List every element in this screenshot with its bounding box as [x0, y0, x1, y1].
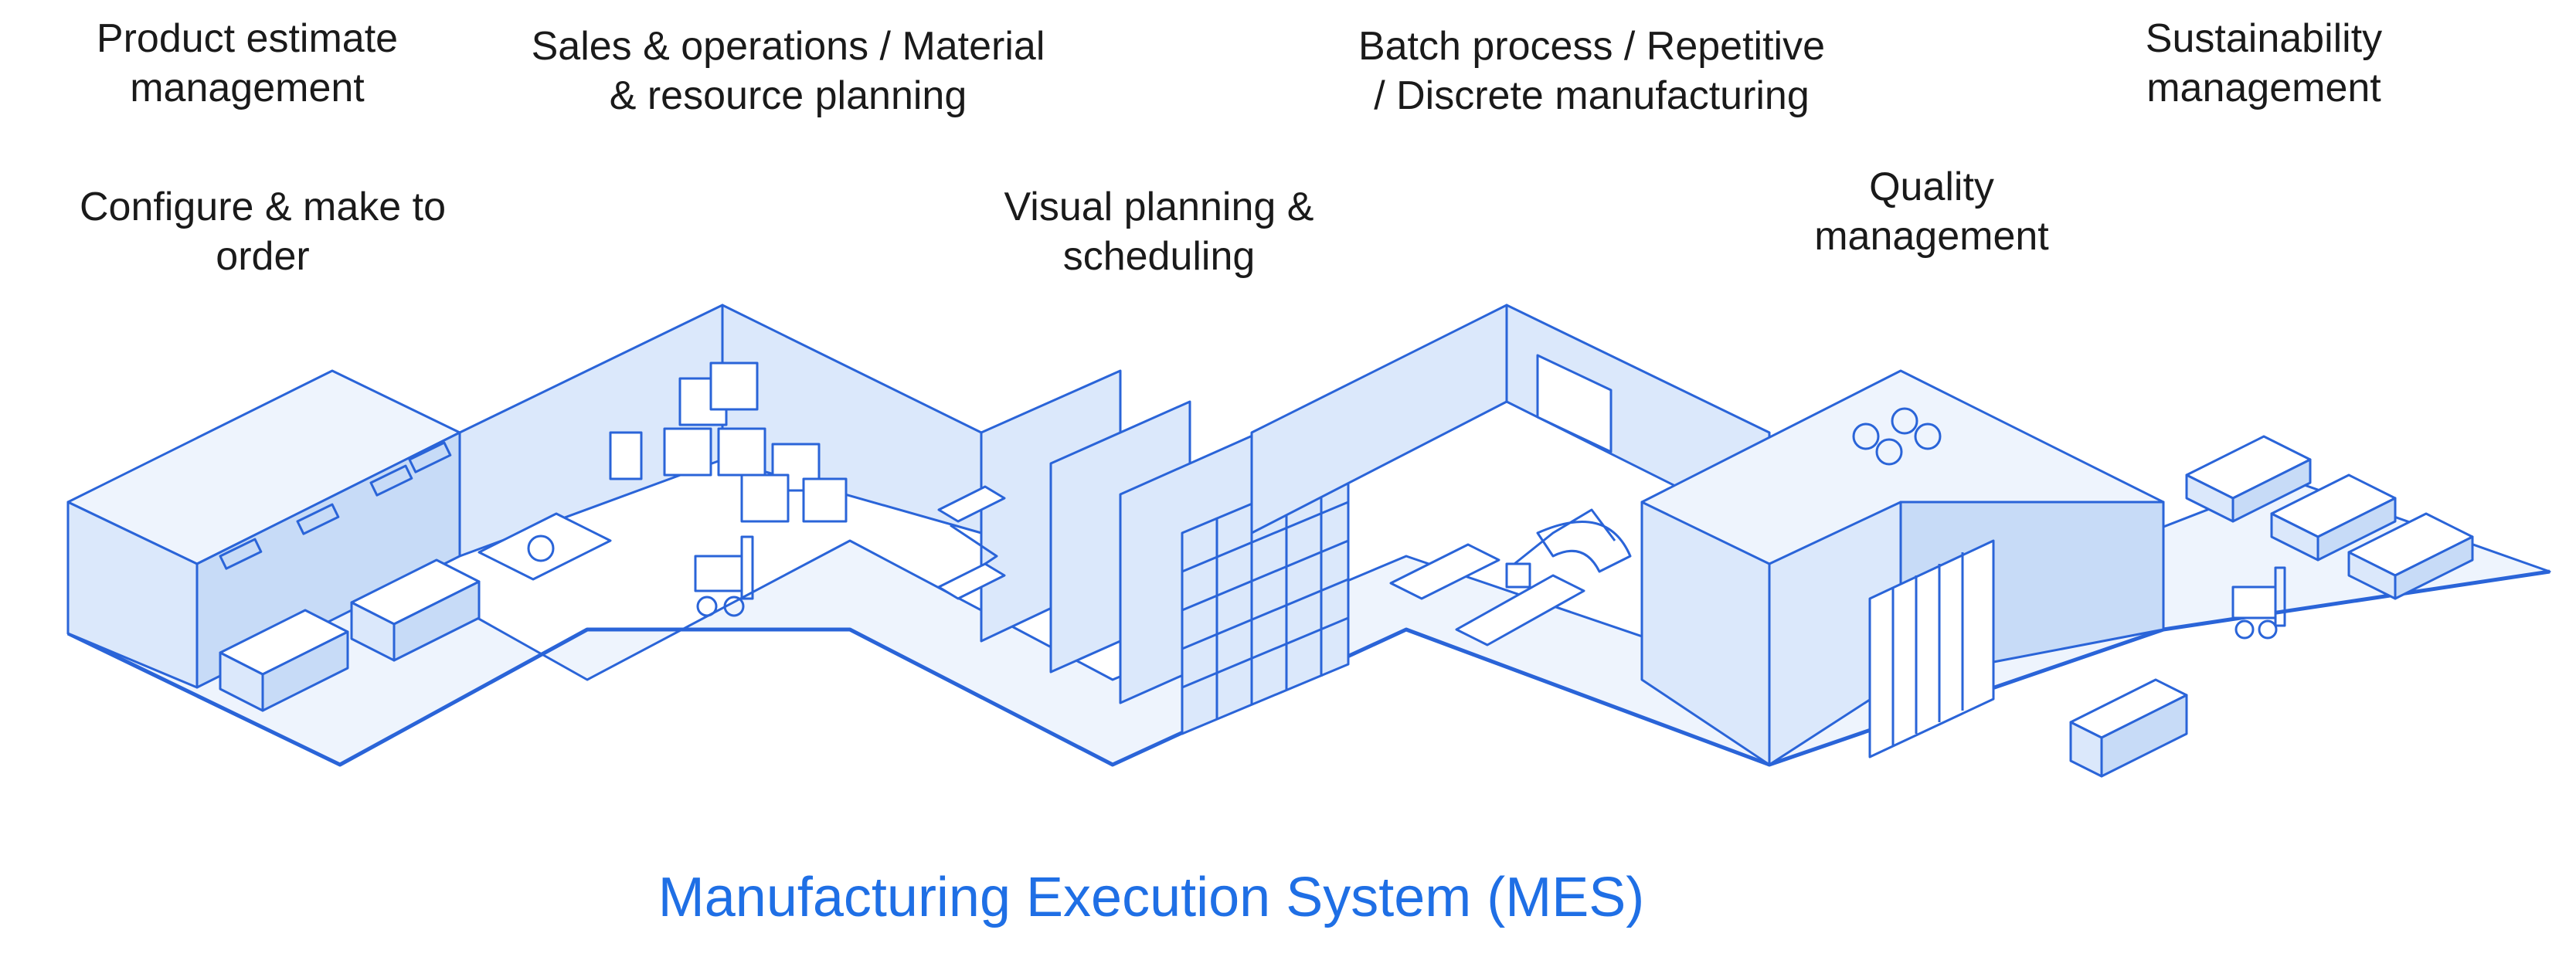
label-line: management: [1814, 214, 2049, 259]
label-line: Quality: [1869, 165, 1994, 209]
label-line: & resource planning: [609, 73, 967, 118]
forklift-icon: [694, 535, 754, 617]
label-line: order: [216, 234, 310, 279]
label-line: scheduling: [1062, 234, 1256, 279]
label-line: Sustainability: [2145, 16, 2383, 61]
scissor-lift-icon: [937, 485, 1006, 600]
label-line: / Discrete manufacturing: [1374, 73, 1810, 118]
label-line: Product estimate: [96, 16, 399, 61]
page-title: Manufacturing Execution System (MES): [658, 867, 1645, 928]
label-line: management: [2146, 66, 2381, 110]
label-sales-operations: Sales & operations / Material & resource…: [494, 22, 1082, 120]
truck-icon: [2069, 678, 2188, 778]
building-quality: [1640, 369, 2165, 766]
label-line: Batch process / Repetitive: [1358, 24, 1826, 69]
robot-arm-icon: [1505, 508, 1616, 589]
label-sustainability: Sustainability management: [2078, 14, 2449, 113]
label-batch-process: Batch process / Repetitive / Discrete ma…: [1298, 22, 1885, 120]
shipping-yard: [2185, 435, 2474, 600]
label-product-estimate: Product estimate management: [54, 14, 440, 113]
label-quality: Quality management: [1746, 162, 2117, 261]
label-line: Visual planning &: [1004, 185, 1314, 229]
pallet-stack-icon: [663, 361, 848, 523]
label-line: management: [130, 66, 365, 110]
label-line: Sales & operations / Material: [531, 24, 1045, 69]
label-configure-make: Configure & make to order: [46, 182, 479, 281]
building-receiving: [66, 369, 461, 689]
label-line: Configure & make to: [79, 185, 447, 229]
forklift-icon: [2231, 566, 2286, 640]
racking-icon: [980, 369, 1350, 735]
conveyor-icon: [1389, 521, 1632, 647]
floor-edge: [66, 569, 2551, 767]
label-visual-planning: Visual planning & scheduling: [958, 182, 1360, 281]
truck-icon: [219, 558, 481, 712]
